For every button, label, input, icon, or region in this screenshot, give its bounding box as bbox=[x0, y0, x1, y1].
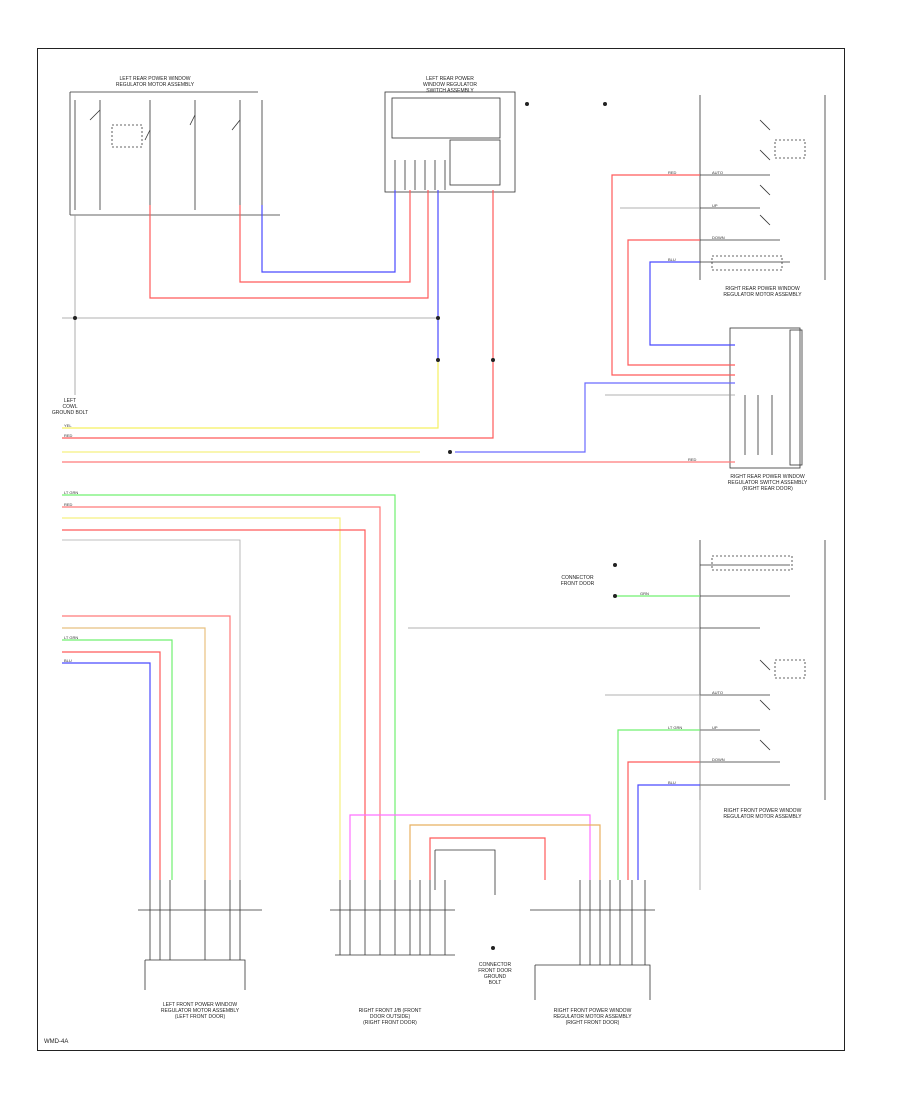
junction-dots bbox=[73, 102, 617, 950]
wire-label-red-3: RED bbox=[668, 170, 677, 175]
wire-label-grn: GRN bbox=[640, 591, 649, 596]
wire-green-mid bbox=[62, 494, 396, 880]
pin-down-2: DOWN bbox=[712, 757, 725, 762]
wire-gray-mid bbox=[62, 539, 241, 880]
right-front-regulator-label: RIGHT FRONT POWER WINDOW REGULATOR MOTOR… bbox=[553, 1008, 632, 1026]
wire-blue-left bbox=[62, 662, 151, 880]
right-rear-switch-box bbox=[729, 327, 803, 469]
pin-auto-2: AUTO bbox=[712, 690, 724, 695]
right-front-motor-box bbox=[699, 540, 826, 800]
wire-label-blu-3: BLU bbox=[668, 780, 676, 785]
wire-red-right-3 bbox=[627, 761, 700, 880]
left-rear-window-switch-label: LEFT REAR POWER WINDOW REGULATOR SWITCH … bbox=[423, 76, 477, 94]
wire-red-right-2 bbox=[627, 239, 735, 366]
wire-label-lt-grn-2: LT GRN bbox=[64, 635, 79, 640]
left-rear-switch-box bbox=[69, 91, 280, 216]
wire-blue-right bbox=[649, 261, 735, 346]
wire-label-red-2: RED bbox=[64, 502, 73, 507]
pin-up: UP bbox=[712, 203, 718, 208]
wire-red-mid-2 bbox=[62, 529, 366, 880]
wire-yellow-mid bbox=[62, 517, 341, 880]
wire-red-bottom bbox=[429, 837, 546, 880]
wire-red-right-1 bbox=[611, 174, 735, 376]
wire-label-red-4: RED bbox=[688, 457, 697, 462]
pin-auto: AUTO bbox=[712, 170, 724, 175]
diagram-footer-code: WMD-4A bbox=[44, 1039, 69, 1045]
bottom-right-connector bbox=[530, 880, 655, 1000]
wire-pink-bottom bbox=[349, 814, 591, 880]
wire-yellow-center bbox=[62, 360, 439, 429]
left-rear-switch-label: LEFT REAR POWER WINDOW REGULATOR MOTOR A… bbox=[115, 76, 195, 88]
left-front-motor-label: LEFT FRONT POWER WINDOW REGULATOR MOTOR … bbox=[160, 1002, 240, 1020]
wire-label-lt-grn-3: LT GRN bbox=[668, 725, 683, 730]
wire-label-yel: YEL bbox=[64, 423, 72, 428]
right-front-motor-label: RIGHT FRONT POWER WINDOW REGULATOR MOTOR… bbox=[723, 808, 802, 820]
wire-label-lt-grn: LT GRN bbox=[64, 490, 79, 495]
wire-red-center bbox=[62, 190, 494, 439]
wire-label-blu: BLU bbox=[64, 658, 72, 663]
wire-tan-bottom bbox=[409, 824, 601, 880]
right-rear-switch-label: RIGHT REAR POWER WINDOW REGULATOR SWITCH… bbox=[727, 474, 808, 492]
wire-red-left-1 bbox=[62, 615, 231, 880]
wire-green-left bbox=[62, 639, 173, 880]
left-rear-window-switch-box bbox=[384, 91, 516, 193]
wire-label-blu-2: BLU bbox=[668, 257, 676, 262]
right-rear-motor-label: RIGHT REAR POWER WINDOW REGULATOR MOTOR … bbox=[723, 286, 802, 298]
wire-blue-right-2 bbox=[637, 784, 700, 880]
wire-blue-cross bbox=[455, 382, 735, 453]
wire-red-left-2 bbox=[62, 651, 161, 880]
wire-red-top-2 bbox=[239, 190, 411, 283]
wire-gray-lines bbox=[62, 207, 735, 890]
bottom-left-connector bbox=[138, 880, 262, 990]
wire-tan-left bbox=[62, 627, 206, 880]
wire-red-mid-1 bbox=[62, 506, 381, 880]
ground-right-label: CONNECTOR FRONT DOOR bbox=[560, 575, 595, 587]
wire-blue-top bbox=[261, 190, 396, 273]
pin-down: DOWN bbox=[712, 235, 725, 240]
wire-green-right bbox=[617, 729, 700, 880]
wire-label-red: RED bbox=[64, 433, 73, 438]
right-front-jb-label: RIGHT FRONT J/B (FRONT DOOR OUTSIDE) (RI… bbox=[358, 1008, 422, 1026]
ground-center-label: CONNECTOR FRONT DOOR GROUND BOLT bbox=[478, 962, 512, 986]
bottom-center-connector bbox=[330, 849, 496, 956]
wire-red-top-1 bbox=[149, 190, 429, 299]
diagram-frame bbox=[37, 48, 845, 1051]
ground-left-label: LEFT COWL GROUND BOLT bbox=[51, 398, 89, 416]
pin-up-2: UP bbox=[712, 725, 718, 730]
right-rear-motor-box bbox=[699, 95, 826, 280]
